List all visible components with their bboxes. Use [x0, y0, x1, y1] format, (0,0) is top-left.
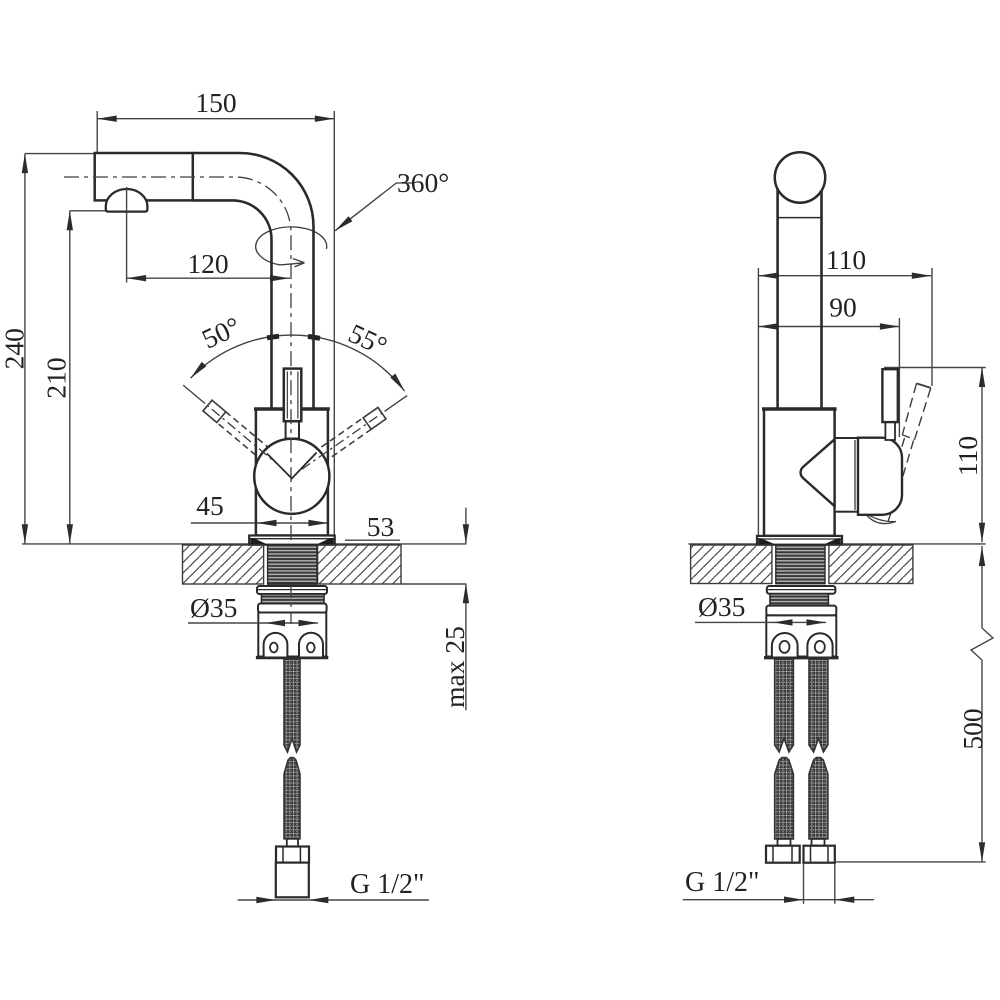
svg-text:90: 90	[829, 292, 857, 323]
svg-text:53: 53	[367, 511, 395, 542]
svg-text:210: 210	[41, 357, 72, 398]
svg-text:max 25: max 25	[439, 626, 470, 708]
svg-text:500: 500	[957, 708, 988, 749]
svg-text:360°: 360°	[397, 167, 449, 198]
svg-text:110: 110	[952, 436, 983, 476]
svg-text:120: 120	[187, 248, 228, 279]
svg-text:Ø35: Ø35	[190, 592, 237, 623]
svg-text:110: 110	[826, 244, 866, 275]
svg-text:150: 150	[195, 87, 236, 118]
svg-text:G 1/2": G 1/2"	[685, 867, 759, 898]
svg-text:45: 45	[196, 490, 224, 521]
svg-text:G 1/2": G 1/2"	[350, 869, 424, 900]
svg-text:240: 240	[0, 328, 30, 369]
svg-text:Ø35: Ø35	[698, 591, 745, 622]
